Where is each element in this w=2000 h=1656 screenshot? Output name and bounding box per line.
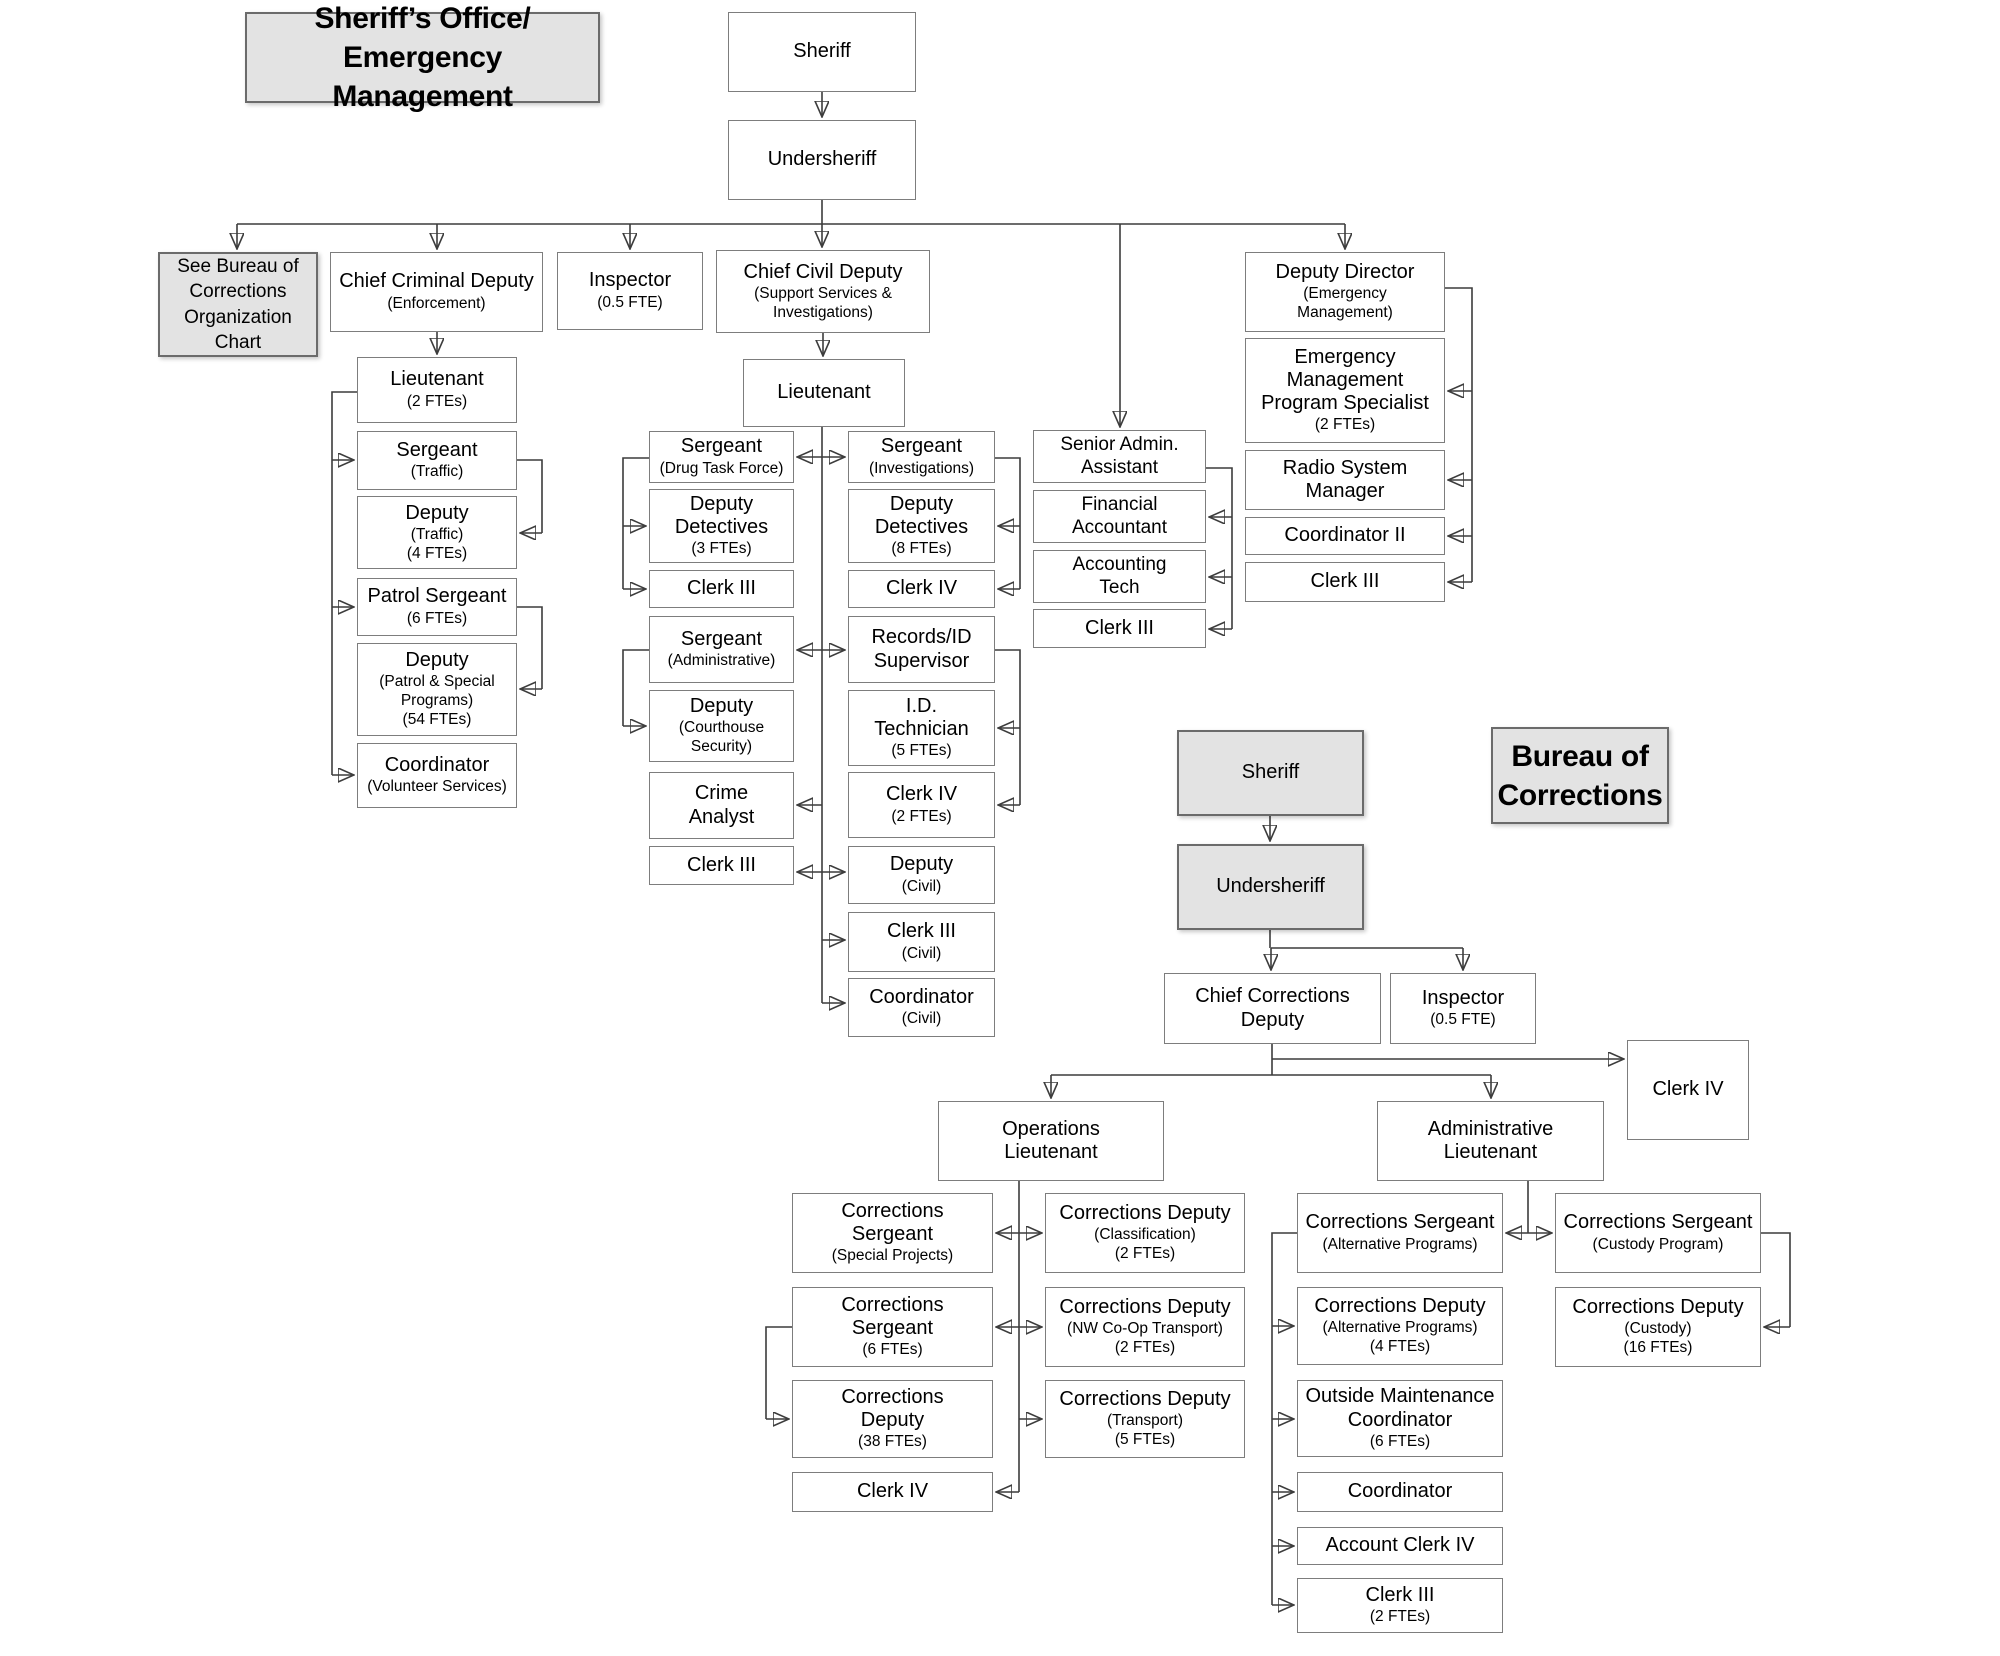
node-clerk3-senior-admin: Clerk III bbox=[1033, 609, 1206, 648]
node-deputy-civil: Deputy(Civil) bbox=[848, 846, 995, 904]
node-corrections-deputy-nw-coop-transport: Corrections Deputy(NW Co-Op Transport) (… bbox=[1045, 1287, 1245, 1367]
node-chief-corrections-deputy: Chief Corrections Deputy bbox=[1164, 973, 1381, 1044]
node-sergeant-traffic: Sergeant(Traffic) bbox=[357, 431, 517, 490]
node-clerk3-civil: Clerk III(Civil) bbox=[848, 912, 995, 972]
node-inspector-corrections: Inspector(0.5 FTE) bbox=[1390, 973, 1536, 1044]
node-em-program-specialist: Emergency Management Program Specialist(… bbox=[1245, 338, 1445, 443]
section-title-sheriffs-office: Sheriff’s Office/ Emergency Management bbox=[245, 2, 600, 113]
node-clerk4-2fte: Clerk IV(2 FTEs) bbox=[848, 772, 995, 838]
node-deputy-detectives-3: Deputy Detectives(3 FTEs) bbox=[649, 489, 794, 563]
node-corrections-deputy-custody: Corrections Deputy(Custody) (16 FTEs) bbox=[1555, 1287, 1761, 1367]
node-deputy-director-em: Deputy Director(Emergency Management) bbox=[1245, 252, 1445, 332]
node-deputy-traffic: Deputy(Traffic) (4 FTEs) bbox=[357, 496, 517, 569]
node-sheriff-corrections: Sheriff bbox=[1177, 730, 1364, 816]
node-clerk3-drug-task-force: Clerk III bbox=[649, 570, 794, 608]
node-clerk4-investigations: Clerk IV bbox=[848, 570, 995, 608]
node-corrections-deputy-38: Corrections Deputy(38 FTEs) bbox=[792, 1380, 993, 1458]
node-patrol-sergeant: Patrol Sergeant(6 FTEs) bbox=[357, 578, 517, 636]
section-title-text: Sheriff’s Office/ Emergency Management bbox=[314, 2, 531, 113]
section-title-text: Bureau of Corrections bbox=[1497, 739, 1663, 812]
node-clerk3-em: Clerk III bbox=[1245, 562, 1445, 602]
node-coordinator-ii: Coordinator II bbox=[1245, 517, 1445, 555]
node-clerk3-administrative: Clerk III bbox=[649, 846, 794, 885]
node-corrections-sergeant-6: Corrections Sergeant(6 FTEs) bbox=[792, 1287, 993, 1367]
node-corrections-sergeant-custody-program: Corrections Sergeant(Custody Program) bbox=[1555, 1193, 1761, 1273]
node-records-id-supervisor: Records/ID Supervisor bbox=[848, 616, 995, 683]
node-sheriff: Sheriff bbox=[728, 12, 916, 92]
node-clerk4-operations: Clerk IV bbox=[792, 1472, 993, 1512]
node-lieutenant-civil: Lieutenant bbox=[743, 359, 905, 427]
node-lieutenant-enforcement: Lieutenant(2 FTEs) bbox=[357, 357, 517, 423]
node-coordinator-admin: Coordinator bbox=[1297, 1472, 1503, 1512]
node-chief-civil-deputy: Chief Civil Deputy(Support Services & In… bbox=[716, 250, 930, 333]
node-corrections-sergeant-alternative-programs: Corrections Sergeant(Alternative Program… bbox=[1297, 1193, 1503, 1273]
node-operations-lieutenant: Operations Lieutenant bbox=[938, 1101, 1164, 1181]
node-chief-criminal-deputy: Chief Criminal Deputy(Enforcement) bbox=[330, 252, 543, 332]
section-title-bureau-of-corrections: Bureau of Corrections bbox=[1491, 727, 1669, 824]
node-inspector: Inspector(0.5 FTE) bbox=[557, 252, 703, 330]
node-clerk4-hq: Clerk IV bbox=[1627, 1040, 1749, 1140]
node-financial-accountant: Financial Accountant bbox=[1033, 490, 1206, 543]
node-deputy-courthouse-security: Deputy(Courthouse Security) bbox=[649, 690, 794, 762]
node-undersheriff-corrections: Undersheriff bbox=[1177, 844, 1364, 930]
node-undersheriff: Undersheriff bbox=[728, 120, 916, 200]
node-radio-system-manager: Radio System Manager bbox=[1245, 450, 1445, 510]
node-accounting-tech: Accounting Tech bbox=[1033, 550, 1206, 603]
node-account-clerk4: Account Clerk IV bbox=[1297, 1527, 1503, 1565]
node-sergeant-investigations: Sergeant(Investigations) bbox=[848, 431, 995, 483]
node-deputy-detectives-8: Deputy Detectives(8 FTEs) bbox=[848, 489, 995, 563]
node-sergeant-administrative: Sergeant(Administrative) bbox=[649, 616, 794, 683]
node-coordinator-civil: Coordinator(Civil) bbox=[848, 978, 995, 1037]
node-id-technician: I.D. Technician(5 FTEs) bbox=[848, 690, 995, 766]
node-administrative-lieutenant: Administrative Lieutenant bbox=[1377, 1101, 1604, 1181]
node-corrections-deputy-alternative-programs: Corrections Deputy(Alternative Programs)… bbox=[1297, 1287, 1503, 1365]
node-clerk3-2fte: Clerk III(2 FTEs) bbox=[1297, 1578, 1503, 1633]
node-sergeant-drug-task-force: Sergeant(Drug Task Force) bbox=[649, 431, 794, 483]
node-coordinator-volunteer-services: Coordinator(Volunteer Services) bbox=[357, 743, 517, 808]
node-senior-admin-assistant: Senior Admin. Assistant bbox=[1033, 430, 1206, 483]
node-crime-analyst: Crime Analyst bbox=[649, 772, 794, 839]
node-see-bureau-of-corrections-note: See Bureau of Corrections Organization C… bbox=[158, 252, 318, 357]
node-corrections-deputy-classification: Corrections Deputy(Classification) (2 FT… bbox=[1045, 1193, 1245, 1273]
node-deputy-patrol-special-programs: Deputy(Patrol & Special Programs) (54 FT… bbox=[357, 643, 517, 736]
node-corrections-sergeant-special-projects: Corrections Sergeant(Special Projects) bbox=[792, 1193, 993, 1273]
node-outside-maintenance-coordinator: Outside Maintenance Coordinator(6 FTEs) bbox=[1297, 1380, 1503, 1457]
node-corrections-deputy-transport: Corrections Deputy(Transport) (5 FTEs) bbox=[1045, 1380, 1245, 1458]
